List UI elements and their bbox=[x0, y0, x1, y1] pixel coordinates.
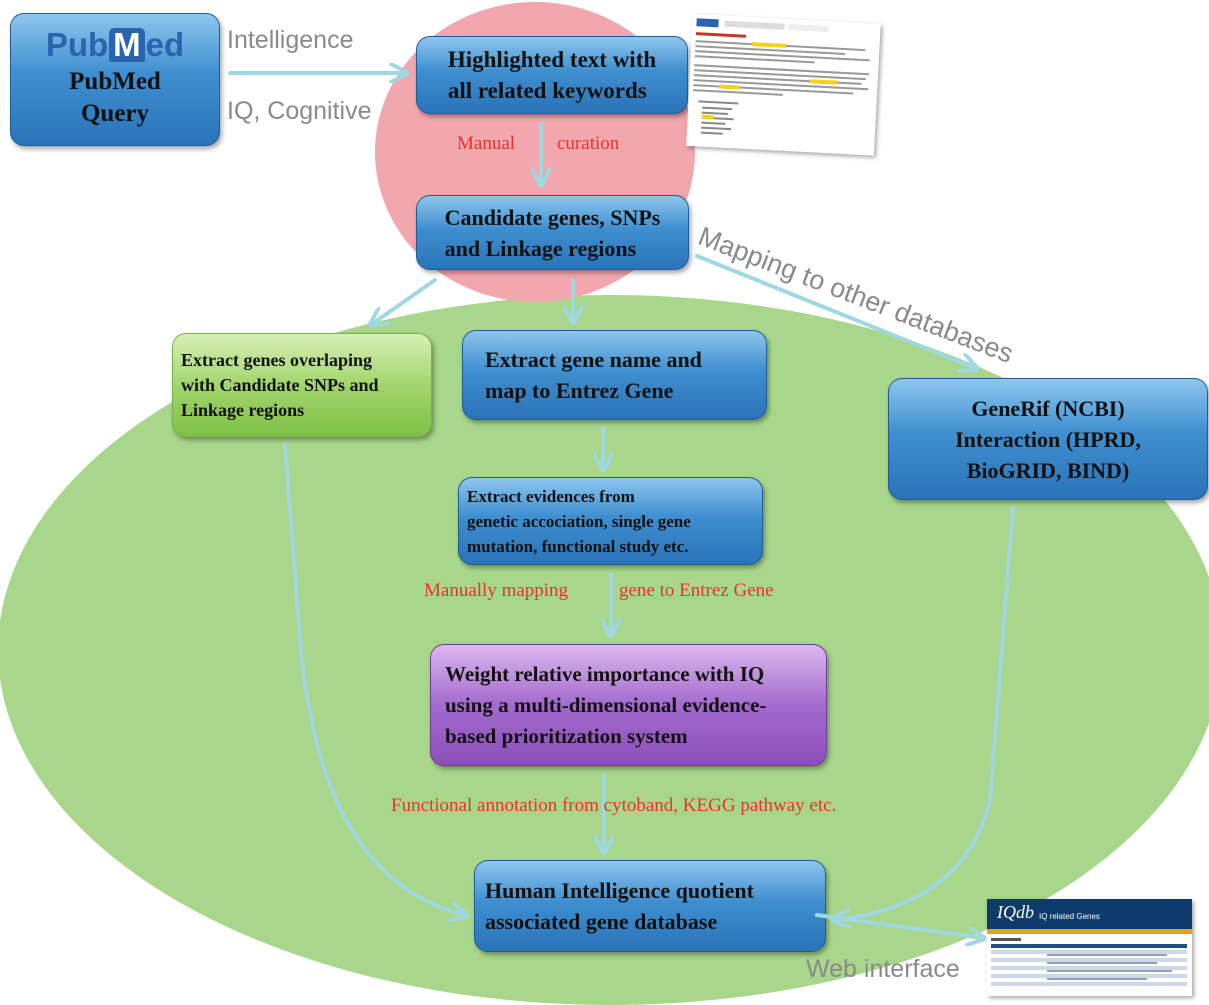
label-manually-mapping: Manually mapping bbox=[424, 580, 569, 601]
extract-evidences-node: Extract evidences from genetic accociati… bbox=[458, 477, 763, 565]
iqdb-logo: IQdb bbox=[997, 902, 1034, 922]
arrow-candidate-to-overlap bbox=[372, 278, 437, 324]
label-manual: Manual bbox=[457, 133, 516, 154]
candidate-genes-node: Candidate genes, SNPs and Linkage region… bbox=[416, 195, 689, 270]
highlighted-text-label: Highlighted text with all related keywor… bbox=[447, 47, 657, 103]
arrow-generif-to-database bbox=[835, 506, 1015, 920]
database-label: Human Intelligence quotient associated g… bbox=[485, 878, 754, 934]
pubmed-logo-m: M bbox=[109, 28, 145, 62]
pubmed-logo: Pub M ed bbox=[45, 26, 185, 63]
iqdb-subtitle: IQ related Genes bbox=[1039, 912, 1100, 921]
pubmed-query-node: Pub M ed PubMed Query bbox=[10, 13, 220, 146]
label-web-interface: Web interface bbox=[806, 955, 960, 983]
label-functional-annotation: Functional annotation from cytoband, KEG… bbox=[391, 795, 837, 816]
extract-overlap-node: Extract genes overlaping with Candidate … bbox=[172, 333, 432, 437]
weight-node: Weight relative importance with IQ using… bbox=[430, 644, 827, 766]
extract-gene-name-node: Extract gene name and map to Entrez Gene bbox=[462, 330, 767, 420]
database-node: Human Intelligence quotient associated g… bbox=[474, 860, 826, 952]
pubmed-article-screenshot bbox=[686, 14, 881, 156]
extract-evidences-label: Extract evidences from genetic accociati… bbox=[467, 486, 691, 556]
label-iq-cognitive: IQ, Cognitive bbox=[227, 97, 372, 125]
highlighted-text-node: Highlighted text with all related keywor… bbox=[416, 36, 688, 114]
weight-label: Weight relative importance with IQ using… bbox=[445, 661, 767, 748]
label-curation: curation bbox=[557, 133, 620, 154]
extract-gene-name-label: Extract gene name and map to Entrez Gene bbox=[485, 347, 702, 403]
arrow-database-to-web bbox=[815, 913, 982, 938]
arrow-candidate-to-generif bbox=[695, 254, 975, 368]
generif-node: GeneRif (NCBI) Interaction (HPRD, BioGRI… bbox=[888, 378, 1208, 500]
arrow-overlap-to-database bbox=[283, 443, 465, 915]
label-intelligence: Intelligence bbox=[227, 26, 354, 54]
iqdb-web-screenshot: IQdb IQ related Genes bbox=[987, 899, 1192, 996]
extract-overlap-label: Extract genes overlaping with Candidate … bbox=[181, 349, 379, 420]
candidate-genes-label: Candidate genes, SNPs and Linkage region… bbox=[444, 204, 661, 261]
label-gene-to-entrez: gene to Entrez Gene bbox=[619, 580, 774, 601]
generif-label: GeneRif (NCBI) Interaction (HPRD, BioGRI… bbox=[955, 395, 1141, 483]
pubmed-query-label: PubMed Query bbox=[69, 68, 161, 127]
